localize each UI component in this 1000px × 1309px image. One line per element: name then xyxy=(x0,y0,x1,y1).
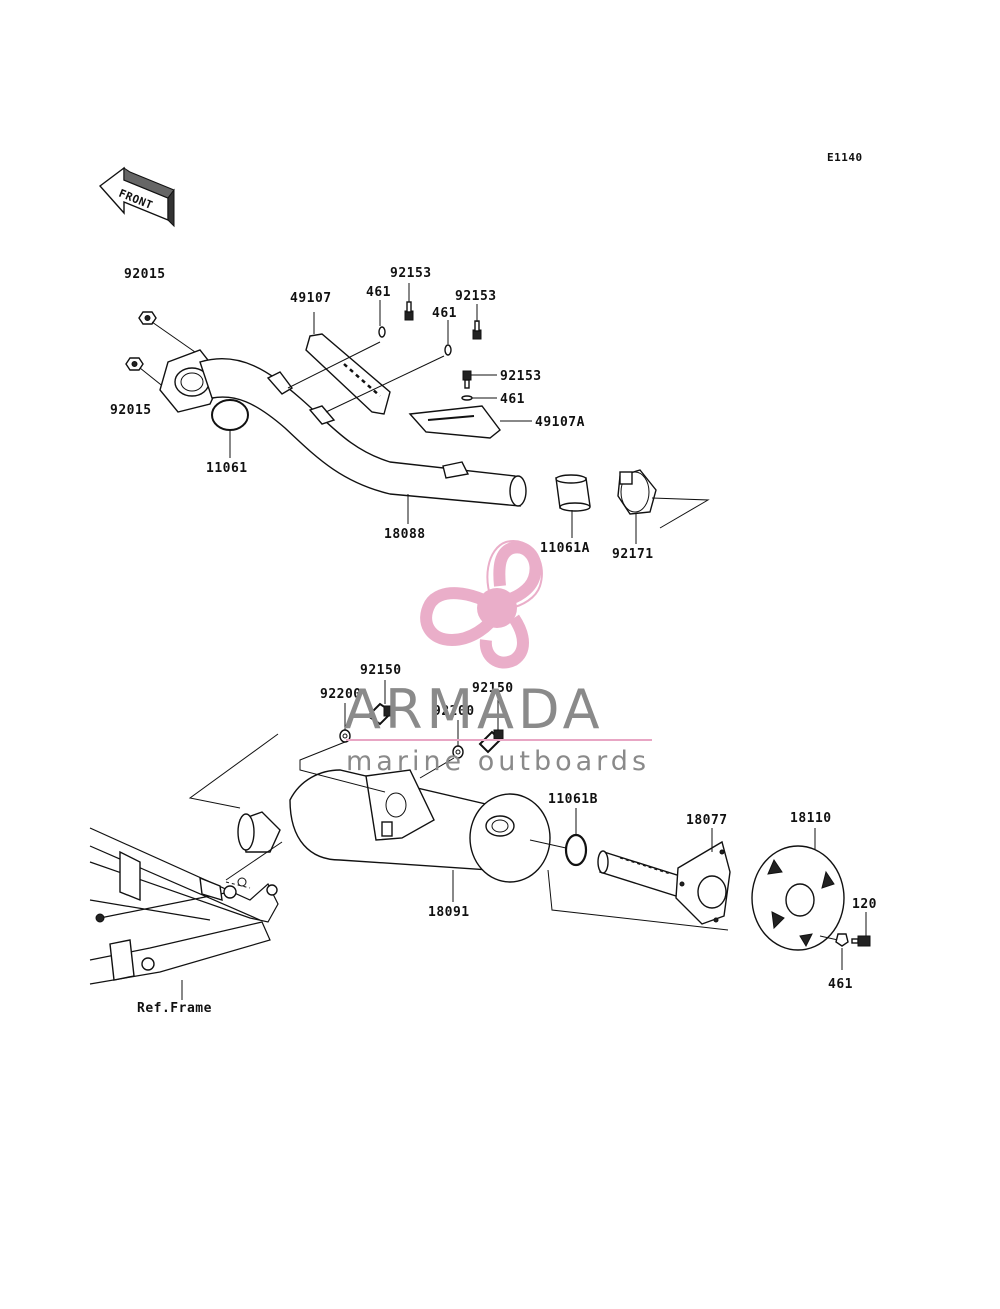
part-label-49107A: 49107A xyxy=(535,415,585,430)
gasket-11061B xyxy=(564,833,588,867)
tail-pipe-18077 xyxy=(597,840,731,925)
part-label-461-b: 461 xyxy=(432,306,457,321)
part-label-461-a: 461 xyxy=(366,285,391,300)
part-label-461-c: 461 xyxy=(500,392,525,407)
nut-92015-top xyxy=(138,311,157,325)
part-label-92015-top: 92015 xyxy=(124,267,166,282)
front-arrow-icon: FRONT xyxy=(98,166,175,228)
diagram-code: E1140 xyxy=(827,151,863,164)
nut-92015-bottom xyxy=(125,357,144,371)
bolt-92150-a xyxy=(366,702,395,726)
bolt-120 xyxy=(851,935,871,947)
end-cap-18110 xyxy=(751,845,845,951)
part-label-92150-b: 92150 xyxy=(472,681,514,696)
reference-frame xyxy=(89,827,279,985)
washer-461-a xyxy=(378,326,386,338)
gasket-11061 xyxy=(211,399,249,431)
part-label-49107: 49107 xyxy=(290,291,332,306)
sleeve-11061A xyxy=(555,474,591,512)
bolt-92153-c xyxy=(462,370,472,389)
part-label-92150-a: 92150 xyxy=(360,663,402,678)
watermark-logo-icon xyxy=(420,540,543,669)
part-label-92015-bottom: 92015 xyxy=(110,403,152,418)
part-label-92153-b: 92153 xyxy=(455,289,497,304)
part-label-120: 120 xyxy=(852,897,877,912)
watermark-title: ARMADA xyxy=(344,678,604,741)
part-label-11061: 11061 xyxy=(206,461,248,476)
header-pipe-18088 xyxy=(199,357,527,507)
part-label-18088: 18088 xyxy=(384,527,426,542)
part-label-18077: 18077 xyxy=(686,813,728,828)
heat-shield-49107A xyxy=(408,405,501,439)
washer-461-d xyxy=(835,933,849,947)
bolt-92153-b xyxy=(472,320,482,340)
washer-461-c xyxy=(461,395,473,401)
part-label-18110: 18110 xyxy=(790,811,832,826)
part-label-92153-a: 92153 xyxy=(390,266,432,281)
part-label-92153-c: 92153 xyxy=(500,369,542,384)
ref-frame-label: Ref.Frame xyxy=(137,1001,212,1016)
clamp-92171 xyxy=(617,469,657,515)
part-label-92200-a: 92200 xyxy=(320,687,362,702)
washer-461-b xyxy=(444,344,452,356)
watermark-subtitle: marine outboards xyxy=(346,746,650,777)
heat-shield-49107 xyxy=(305,333,391,415)
bolt-92153-a xyxy=(404,301,414,321)
part-label-11061B: 11061B xyxy=(548,792,598,807)
part-label-92200-b: 92200 xyxy=(433,704,475,719)
part-label-18091: 18091 xyxy=(428,905,470,920)
part-label-11061A: 11061A xyxy=(540,541,590,556)
muffler-18091 xyxy=(237,769,551,883)
part-label-92171: 92171 xyxy=(612,547,654,562)
part-label-461-d: 461 xyxy=(828,977,853,992)
